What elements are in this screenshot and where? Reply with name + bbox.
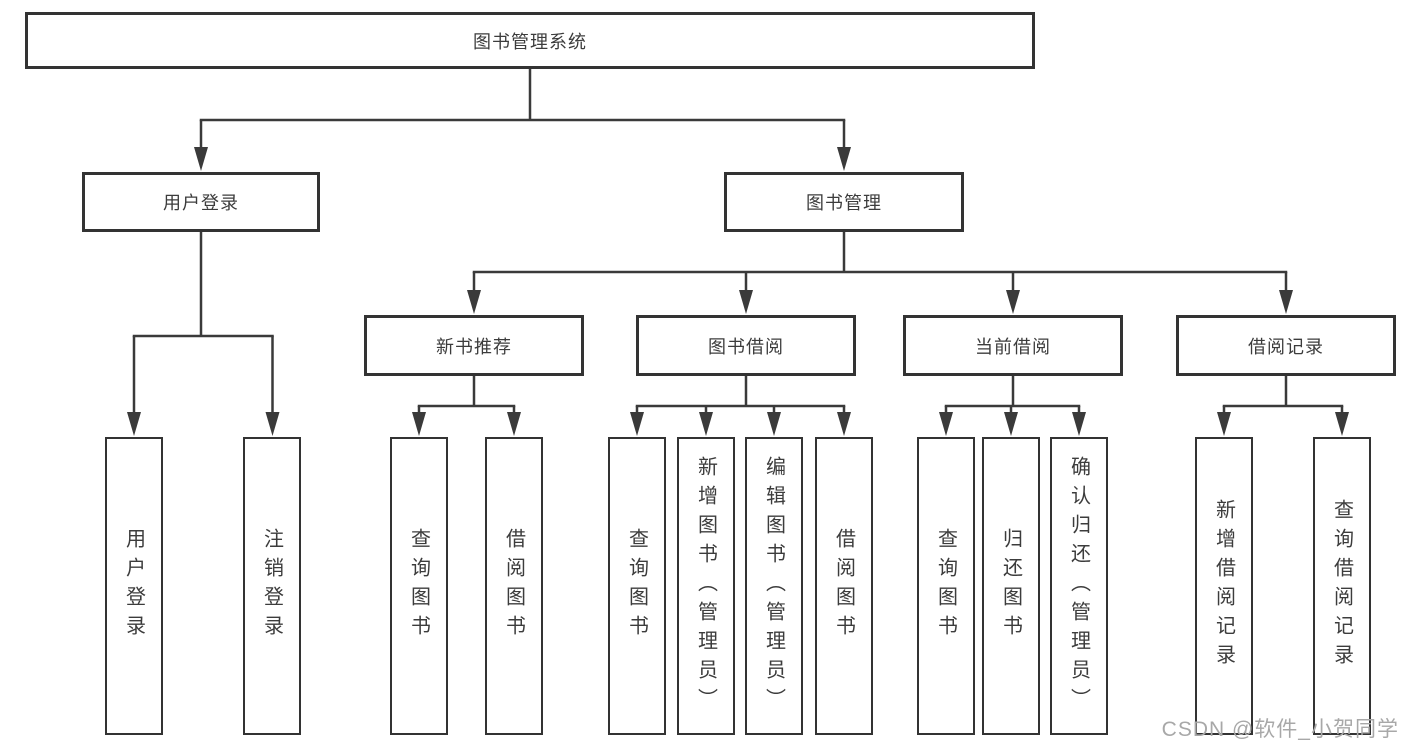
node-new-book-recommendation: 新书推荐 [364,315,584,376]
leaf-query-books-borrow: 查询图书 [608,437,666,735]
leaf-borrow-books: 借阅图书 [815,437,873,735]
node-borrowing-records: 借阅记录 [1176,315,1396,376]
leaf-query-books-recommend: 查询图书 [390,437,448,735]
leaf-logout: 注销登录 [243,437,301,735]
leaf-query-books-current: 查询图书 [917,437,975,735]
leaf-return-books: 归还图书 [982,437,1040,735]
node-book-management: 图书管理 [724,172,964,232]
leaf-query-borrow-record: 查询借阅记录 [1313,437,1371,735]
leaf-confirm-return-admin: 确认归还（管理员） [1050,437,1108,735]
node-user-login: 用户登录 [82,172,320,232]
node-library-management-system: 图书管理系统 [25,12,1035,69]
csdn-watermark: CSDN @软件_小贺同学 [1161,718,1399,741]
node-book-borrowing: 图书借阅 [636,315,856,376]
leaf-borrow-books-recommend: 借阅图书 [485,437,543,735]
leaf-user-login: 用户登录 [105,437,163,735]
leaf-add-books-admin: 新增图书（管理员） [677,437,735,735]
node-current-borrowing: 当前借阅 [903,315,1123,376]
leaf-add-borrow-record: 新增借阅记录 [1195,437,1253,735]
leaf-edit-books-admin: 编辑图书（管理员） [745,437,803,735]
